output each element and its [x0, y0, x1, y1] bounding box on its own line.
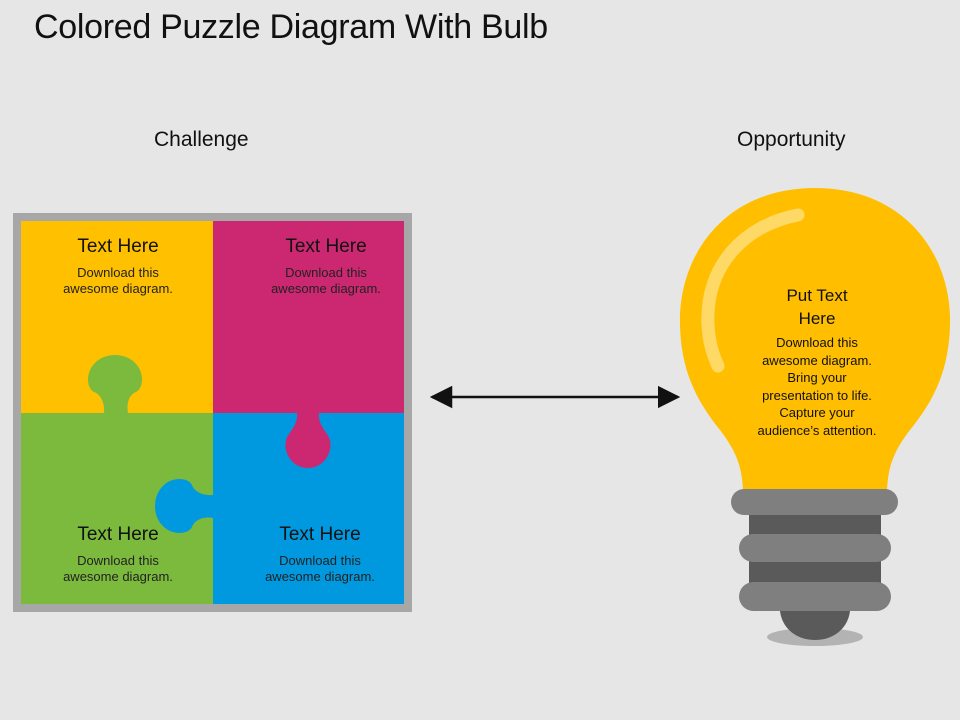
piece-heading: Text Here: [77, 524, 159, 545]
piece-heading: Text Here: [285, 236, 367, 257]
opportunity-label: Opportunity: [737, 128, 846, 151]
bulb-cap-ring: [731, 489, 898, 515]
puzzle-knob-blue: [155, 479, 213, 533]
page-title: Colored Puzzle Diagram With Bulb: [34, 8, 548, 46]
piece-text-blue: Text Here Download this awesome diagram.: [225, 524, 415, 585]
bulb-thread-2: [739, 582, 891, 611]
bulb-body: Download this awesome diagram. Bring you…: [757, 335, 877, 438]
bulb-text: Put Text Here Download this awesome diag…: [742, 284, 892, 440]
bulb-thread-1: [739, 534, 891, 562]
piece-heading: Text Here: [77, 236, 159, 257]
bulb-heading: Put Text Here: [786, 286, 848, 328]
puzzle-knob-magenta: [213, 286, 270, 334]
piece-subtext: Download this awesome diagram.: [63, 265, 173, 296]
puzzle-knob-magenta-bottom: [285, 413, 331, 468]
piece-subtext: Download this awesome diagram.: [271, 265, 381, 296]
piece-subtext: Download this awesome diagram.: [63, 553, 173, 584]
piece-text-green: Text Here Download this awesome diagram.: [23, 524, 213, 585]
bulb-glass: [679, 188, 951, 490]
puzzle-knob-green: [88, 355, 142, 413]
piece-subtext: Download this awesome diagram.: [265, 553, 375, 584]
challenge-label: Challenge: [154, 128, 249, 151]
bulb-tip: [780, 611, 850, 640]
piece-text-magenta: Text Here Download this awesome diagram.: [231, 236, 421, 297]
piece-text-yellow: Text Here Download this awesome diagram.: [23, 236, 213, 297]
bulb-highlight: [701, 208, 805, 373]
piece-heading: Text Here: [279, 524, 361, 545]
